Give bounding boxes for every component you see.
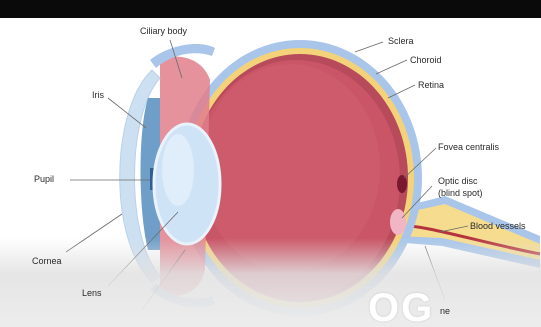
fovea-centralis bbox=[397, 175, 407, 193]
label-fovea-centralis: Fovea centralis bbox=[438, 142, 499, 153]
label-blood-vessels: Blood vessels bbox=[470, 221, 526, 232]
label-retina: Retina bbox=[418, 80, 444, 91]
label-optic-disc-line2: (blind spot) bbox=[438, 188, 483, 199]
lens-shine bbox=[162, 134, 194, 206]
label-optic-disc-line1: Optic disc bbox=[438, 176, 478, 187]
label-ciliary-body: Ciliary body bbox=[140, 26, 187, 37]
leader-choroid bbox=[376, 60, 407, 74]
label-cornea: Cornea bbox=[32, 256, 62, 267]
label-iris: Iris bbox=[92, 90, 104, 101]
leader-cornea bbox=[66, 214, 122, 252]
label-sclera: Sclera bbox=[388, 36, 414, 47]
caption-overlay-text: OG bbox=[368, 286, 434, 327]
label-optic-nerve-partial: ne bbox=[440, 306, 450, 317]
vitreous-highlight bbox=[200, 64, 380, 272]
leader-sclera bbox=[355, 42, 383, 52]
label-choroid: Choroid bbox=[410, 55, 442, 66]
optic-disc bbox=[390, 209, 406, 235]
label-lens: Lens bbox=[82, 288, 102, 299]
label-pupil: Pupil bbox=[34, 174, 54, 185]
